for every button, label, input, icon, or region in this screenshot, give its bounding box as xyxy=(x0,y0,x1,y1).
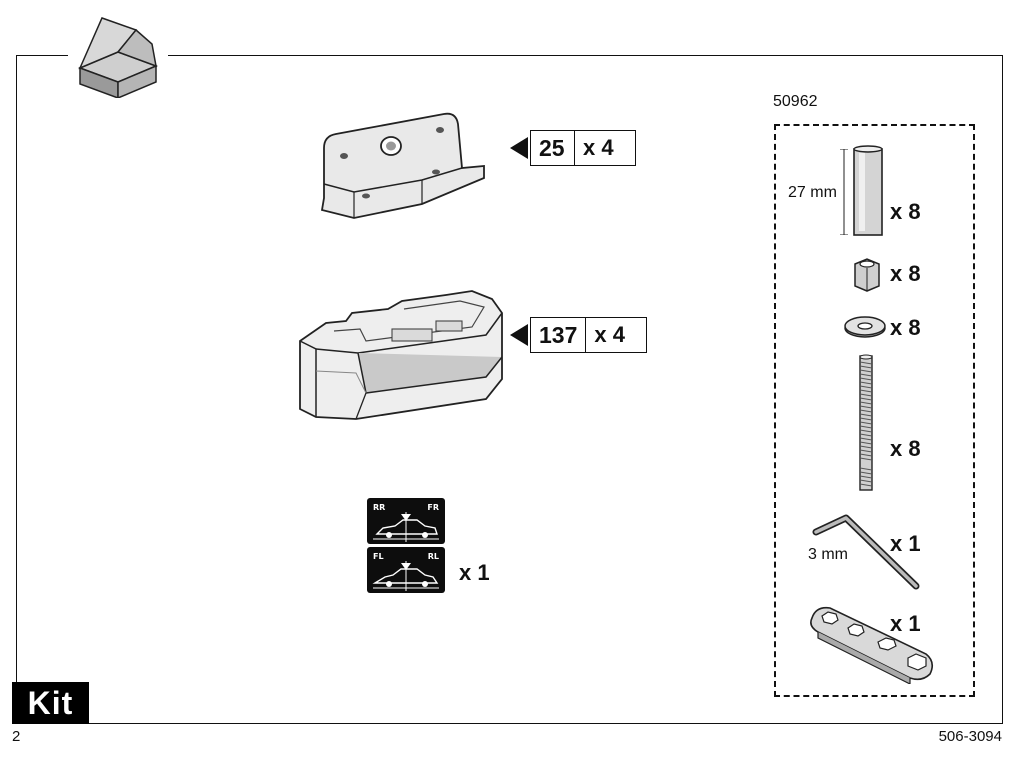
sticker-label-fr: FR xyxy=(427,503,439,512)
kit-contents-box xyxy=(774,124,975,697)
spanner-icon xyxy=(810,606,934,684)
foot-pad-icon xyxy=(299,290,503,420)
part-callout-25: 25 x 4 xyxy=(510,130,636,166)
nut-icon xyxy=(854,258,880,292)
page-number: 2 xyxy=(12,728,21,745)
spacer-dimension: 27 mm xyxy=(788,184,837,201)
open-box-icon xyxy=(77,17,159,98)
hex-key-icon xyxy=(812,514,920,590)
part-quantity: x 4 xyxy=(594,322,625,347)
part-callout-137: 137 x 4 xyxy=(510,317,648,353)
threaded-rod-quantity: x 8 xyxy=(890,436,921,461)
spacer-icon xyxy=(853,145,883,236)
position-stickers: RR FR FL RL xyxy=(367,498,445,593)
sticker-front-rear: FL RL xyxy=(367,547,445,593)
page-frame xyxy=(16,55,1003,724)
spanner-quantity: x 1 xyxy=(890,611,921,636)
kit-badge: Kit xyxy=(12,682,89,724)
part-number: 25 xyxy=(531,131,575,165)
sticker-label-fl: FL xyxy=(373,552,384,561)
nut-quantity: x 8 xyxy=(890,261,921,286)
kit-number: 50962 xyxy=(773,93,818,110)
washer-quantity: x 8 xyxy=(890,315,921,340)
part-quantity: x 4 xyxy=(583,135,614,160)
part-number: 137 xyxy=(531,318,587,352)
hex-key-dimension: 3 mm xyxy=(808,546,848,563)
car-icon xyxy=(373,512,439,542)
spacer-quantity: x 8 xyxy=(890,199,921,224)
hex-key-quantity: x 1 xyxy=(890,531,921,556)
document-number: 506-3094 xyxy=(938,728,1002,745)
sticker-label-rr: RR xyxy=(373,503,386,512)
washer-icon xyxy=(844,316,886,338)
car-icon xyxy=(372,561,439,591)
sticker-quantity: x 1 xyxy=(459,560,490,585)
threaded-rod-icon xyxy=(859,354,873,491)
dimension-bracket-icon xyxy=(840,149,848,235)
sticker-label-rl: RL xyxy=(427,552,439,561)
pointer-arrow-icon xyxy=(510,324,528,346)
mounting-plate-icon xyxy=(320,112,485,219)
sticker-rear-front: RR FR xyxy=(367,498,445,544)
pointer-arrow-icon xyxy=(510,137,528,159)
